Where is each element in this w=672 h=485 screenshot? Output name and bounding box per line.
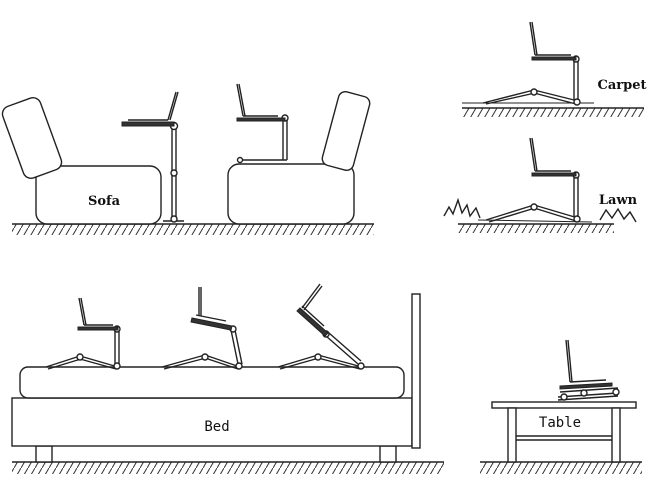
stand-joint — [201, 353, 209, 361]
table-label: Table — [539, 415, 581, 431]
lawn-scene: Lawn — [443, 137, 638, 233]
stand-tray — [236, 117, 286, 122]
laptop-screen — [565, 339, 571, 383]
bed-stand-2 — [161, 287, 243, 370]
sofa-seat — [35, 165, 162, 225]
floor-hatch — [12, 224, 374, 235]
sofa-backrest — [1, 97, 63, 179]
laptop-base — [569, 379, 607, 383]
carpet-label: Carpet — [598, 78, 647, 93]
bed-mattress — [19, 366, 405, 399]
floor-hatch — [458, 224, 614, 233]
stand-tray — [531, 172, 577, 177]
table-leg — [611, 407, 621, 463]
stand-joint — [530, 203, 538, 211]
stand-joint — [314, 353, 322, 361]
stand-tray — [190, 317, 233, 331]
stand-joint — [612, 388, 620, 396]
stand-tray — [559, 382, 613, 390]
laptop-base — [301, 305, 325, 327]
stand-leg — [533, 89, 579, 102]
table-scene: Table — [480, 339, 642, 474]
stand-tray — [531, 56, 577, 61]
stand-tray — [77, 326, 119, 331]
stand-joint — [573, 215, 581, 223]
laptop-screen — [236, 83, 244, 117]
floor-hatch — [12, 462, 444, 474]
sofa-label: Sofa — [88, 194, 121, 209]
stand-joint — [170, 215, 178, 223]
stand-leg — [79, 355, 119, 368]
stand-tray — [296, 307, 329, 337]
bed-label: Bed — [204, 419, 229, 435]
sofa-scene: Sofa — [1, 83, 374, 235]
bed-leg — [35, 445, 53, 463]
lawn-surface — [477, 219, 593, 223]
stand-leg — [277, 354, 319, 368]
stand-leg — [45, 355, 81, 368]
stand-joint — [76, 353, 84, 361]
left-sofa-stand — [121, 91, 184, 223]
stand-leg — [161, 354, 206, 368]
stand-joint — [170, 169, 178, 177]
stand-leg — [559, 387, 619, 393]
stand-joint — [580, 389, 588, 397]
stand-joint — [235, 362, 243, 370]
stand-joint — [357, 362, 365, 370]
sofa-backrest — [321, 91, 371, 171]
floor-hatch — [480, 462, 642, 474]
stand-pole — [230, 329, 239, 365]
right-sofa — [227, 91, 371, 225]
laptop-screen — [78, 297, 85, 326]
laptop-screen — [167, 91, 177, 121]
carpet-scene: Carpet — [462, 21, 647, 117]
grass-left — [443, 197, 481, 219]
bed-stand-3 — [277, 283, 365, 370]
stand-tray — [121, 121, 175, 127]
left-sofa: Sofa — [1, 97, 162, 225]
right-sofa-stand — [236, 83, 289, 164]
stand-leg — [557, 395, 619, 401]
stand-leg — [485, 204, 535, 221]
bed-stand-1 — [45, 297, 121, 370]
stand-pole — [325, 335, 359, 365]
laptop-screen — [529, 137, 536, 172]
stand-joint — [113, 362, 121, 370]
stand-leg — [317, 354, 363, 368]
stand-joint — [573, 98, 581, 106]
bed-leg — [379, 445, 397, 463]
stand-joint — [236, 156, 244, 164]
laptop-screen — [301, 283, 321, 309]
sofa-seat — [227, 163, 355, 225]
laptop-screen — [529, 21, 536, 56]
lawn-label: Lawn — [599, 193, 638, 208]
bed-scene: Bed — [11, 283, 444, 474]
stand-leg — [204, 354, 241, 368]
grass-right — [599, 207, 637, 223]
stand-joint — [530, 88, 538, 96]
stand-leg — [482, 89, 535, 104]
stand-joint — [560, 393, 568, 401]
stand-leg — [533, 204, 579, 219]
floor-hatch — [462, 108, 644, 117]
bed-headboard — [411, 293, 421, 449]
table-leg — [507, 407, 517, 463]
table-top — [491, 401, 637, 409]
